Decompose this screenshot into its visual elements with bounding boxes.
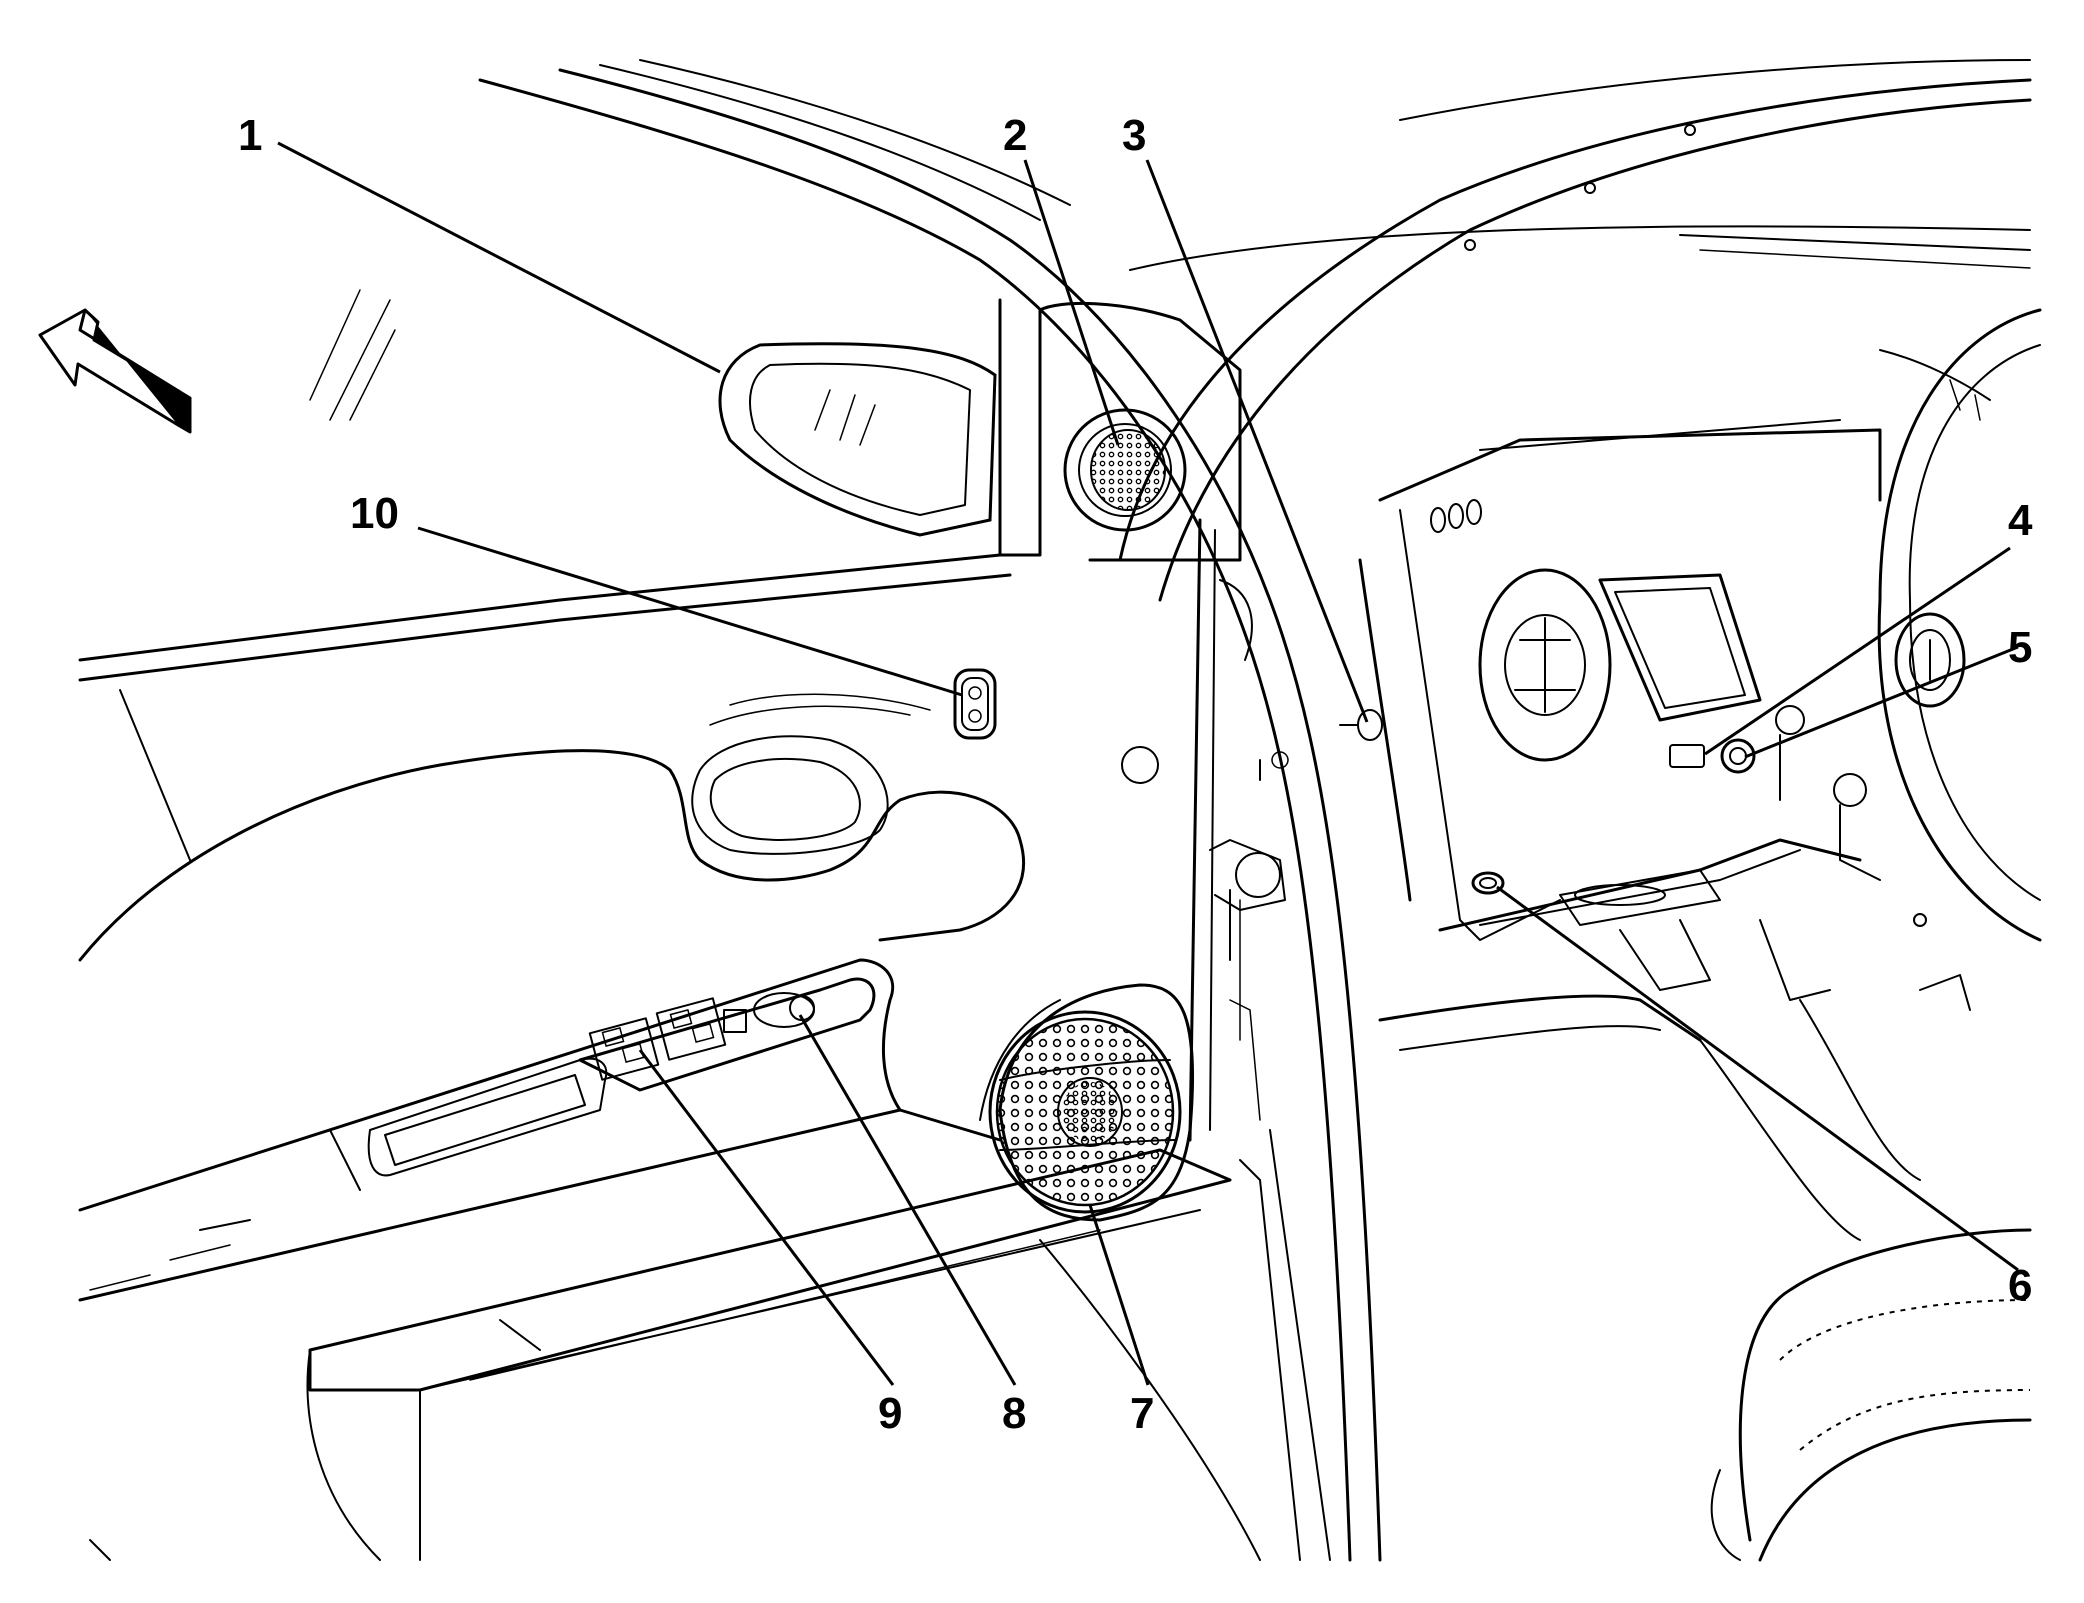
door-lock-switch: [953, 668, 997, 740]
instrument-panel: [1358, 308, 2042, 1011]
leader-lines: [277, 141, 2019, 1386]
door-speaker: [979, 983, 1194, 1222]
callout-4: 4: [2008, 496, 2033, 545]
door-trim-panel: [78, 518, 1261, 1561]
window-switch-bezel: [578, 977, 876, 1092]
a-pillar-frame: [478, 59, 2032, 1562]
callout-1: 1: [238, 111, 262, 160]
outside-mirror: [718, 298, 1242, 562]
callout-9: 9: [878, 1389, 902, 1438]
floor-and-seat: [1378, 994, 2032, 1562]
forward-arrow-icon: [38, 308, 192, 434]
callout-7: 7: [1130, 1389, 1154, 1438]
speaker-grille-icon: [1090, 429, 1166, 511]
callout-3: 3: [1122, 111, 1146, 160]
tweeter-speaker: [1063, 408, 1187, 532]
door-window: [78, 289, 1012, 861]
callout-5: 5: [2008, 623, 2032, 672]
callout-10: 10: [350, 489, 399, 538]
callout-6: 6: [2008, 1261, 2032, 1310]
door-hinge-area: [1209, 579, 1383, 1561]
callout-8: 8: [1002, 1389, 1026, 1438]
callout-labels: 1 2 3 4 5 6 7 8 9 10: [238, 111, 2033, 1438]
callout-2: 2: [1003, 111, 1027, 160]
